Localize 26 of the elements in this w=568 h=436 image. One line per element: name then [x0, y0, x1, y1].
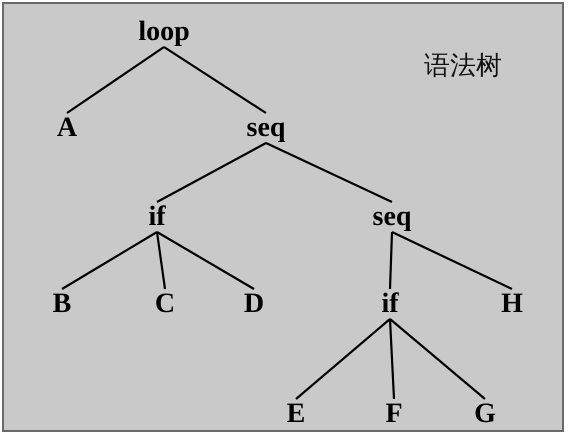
tree-node-label: F	[383, 399, 405, 429]
tree-node-label: loop	[136, 17, 192, 47]
tree-node-label: seq	[370, 202, 414, 232]
tree-node-label: D	[242, 289, 266, 319]
tree-node-label: A	[54, 113, 80, 143]
tree-node-label: C	[152, 289, 178, 319]
tree-node-label: B	[50, 289, 74, 319]
tree-node-label: H	[499, 289, 525, 319]
tree-branch	[388, 318, 396, 400]
tree-branch	[61, 231, 158, 290]
tree-branch	[295, 318, 391, 400]
tree-node-label: if	[146, 202, 168, 232]
tree-branch	[156, 142, 267, 203]
tree-node-label: seq	[244, 113, 288, 143]
tree-branch	[156, 232, 166, 290]
tree-branch	[163, 46, 267, 114]
tree-branch	[388, 232, 394, 290]
diagram-label: 语法树	[424, 50, 502, 83]
tree-branch	[156, 231, 255, 290]
tree-node-label: E	[284, 399, 308, 429]
tree-node-label: G	[472, 399, 498, 429]
tree-branch	[266, 142, 392, 203]
tree-branch	[392, 231, 512, 290]
tree-node-label: if	[379, 289, 401, 319]
tree-branch	[66, 46, 165, 114]
tree-branch	[389, 318, 486, 400]
